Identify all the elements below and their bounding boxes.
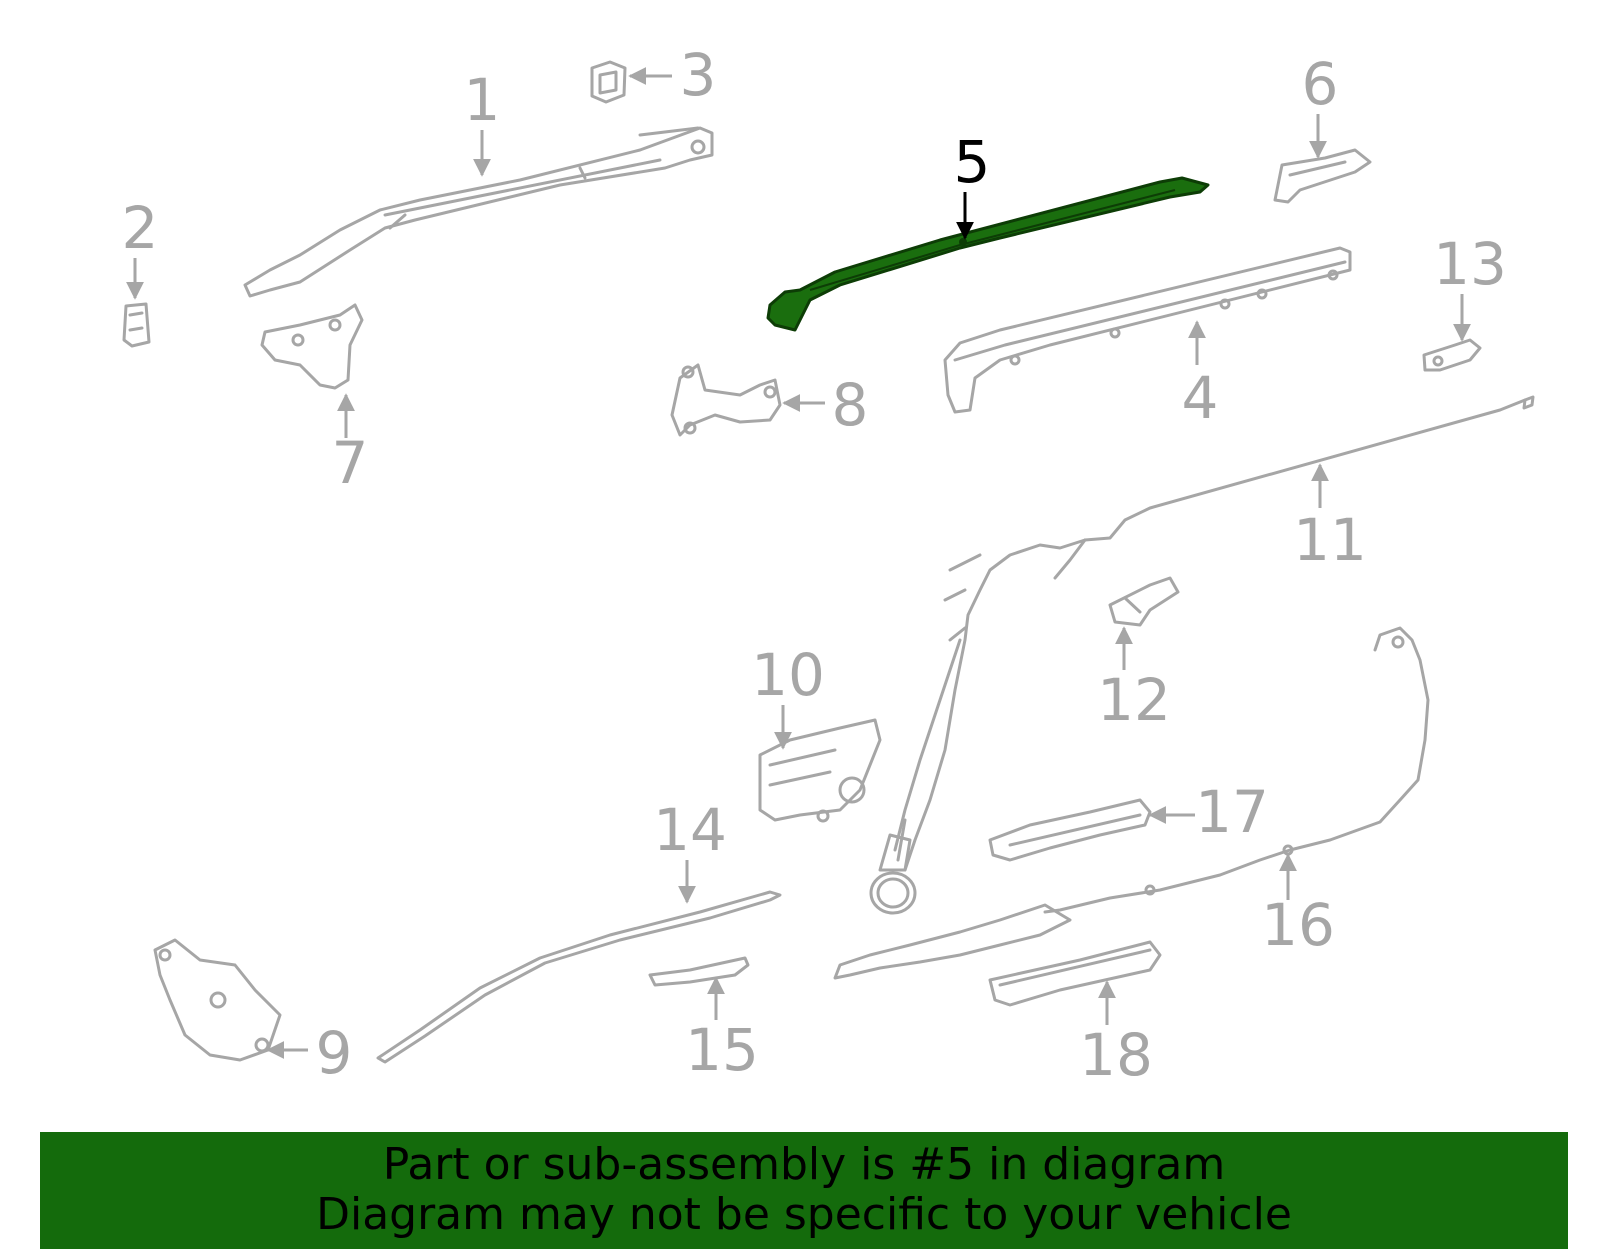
- callout-18: 18: [1079, 980, 1153, 1089]
- callout-6: 6: [1302, 50, 1339, 159]
- part-15-clip[interactable]: [648, 956, 750, 987]
- part-10-motor[interactable]: [758, 718, 882, 823]
- callout-7: 7: [332, 393, 369, 497]
- callout-10: 10: [751, 641, 825, 750]
- callout-15: 15: [685, 976, 759, 1084]
- callout-18-label: 18: [1079, 1021, 1153, 1089]
- callout-1: 1: [464, 66, 501, 177]
- callout-5-label: 5: [954, 128, 991, 196]
- callout-2-label: 2: [122, 194, 159, 262]
- callout-4: 4: [1182, 320, 1219, 432]
- callout-12: 12: [1097, 626, 1171, 734]
- callout-6-label: 6: [1302, 50, 1339, 118]
- part-5-rail-highlighted[interactable]: [766, 176, 1210, 332]
- callout-7-label: 7: [332, 429, 369, 497]
- callout-15-label: 15: [685, 1016, 759, 1084]
- part-12-clip[interactable]: [1108, 576, 1180, 627]
- part-2-clip[interactable]: [122, 302, 151, 348]
- callout-12-label: 12: [1097, 666, 1171, 734]
- part-11-cable[interactable]: [869, 395, 1535, 915]
- callout-17: 17: [1148, 778, 1269, 846]
- callout-13: 13: [1433, 230, 1507, 342]
- banner-line-1: Part or sub-assembly is #5 in diagram: [382, 1139, 1226, 1190]
- part-17-bracket[interactable]: [988, 798, 1152, 862]
- callout-3: 3: [628, 41, 717, 109]
- info-banner: Part or sub-assembly is #5 in diagram Di…: [40, 1132, 1568, 1249]
- part-3-bracket[interactable]: [590, 60, 627, 104]
- part-16-harness[interactable]: [833, 626, 1430, 980]
- callout-5: 5: [954, 128, 991, 240]
- part-1-roof-rail[interactable]: [243, 126, 714, 298]
- callout-1-label: 1: [464, 66, 501, 134]
- callout-8-label: 8: [832, 371, 869, 439]
- callout-9-label: 9: [316, 1019, 353, 1087]
- callout-11: 11: [1293, 463, 1367, 574]
- banner-line-2: Diagram may not be specific to your vehi…: [316, 1189, 1292, 1240]
- callout-16: 16: [1261, 853, 1335, 959]
- part-18-cover[interactable]: [988, 940, 1162, 1007]
- callout-14-label: 14: [653, 796, 727, 864]
- callout-16-label: 16: [1261, 891, 1335, 959]
- callout-17-label: 17: [1195, 778, 1269, 846]
- callout-8: 8: [782, 371, 869, 439]
- callout-3-label: 3: [680, 41, 717, 109]
- part-4-side-rail[interactable]: [943, 246, 1352, 414]
- part-7-bracket[interactable]: [260, 303, 364, 390]
- callout-11-label: 11: [1293, 506, 1367, 574]
- callout-2: 2: [122, 194, 159, 300]
- callout-9: 9: [266, 1019, 353, 1087]
- part-6-bracket[interactable]: [1273, 148, 1372, 204]
- part-14-trim-strip[interactable]: [376, 890, 782, 1064]
- part-8-hinge[interactable]: [670, 363, 782, 437]
- part-13-clip[interactable]: [1422, 338, 1482, 372]
- callout-4-label: 4: [1182, 364, 1219, 432]
- callout-13-label: 13: [1433, 230, 1507, 298]
- callout-14: 14: [653, 796, 727, 904]
- part-9-bracket[interactable]: [153, 938, 282, 1062]
- callout-10-label: 10: [751, 641, 825, 709]
